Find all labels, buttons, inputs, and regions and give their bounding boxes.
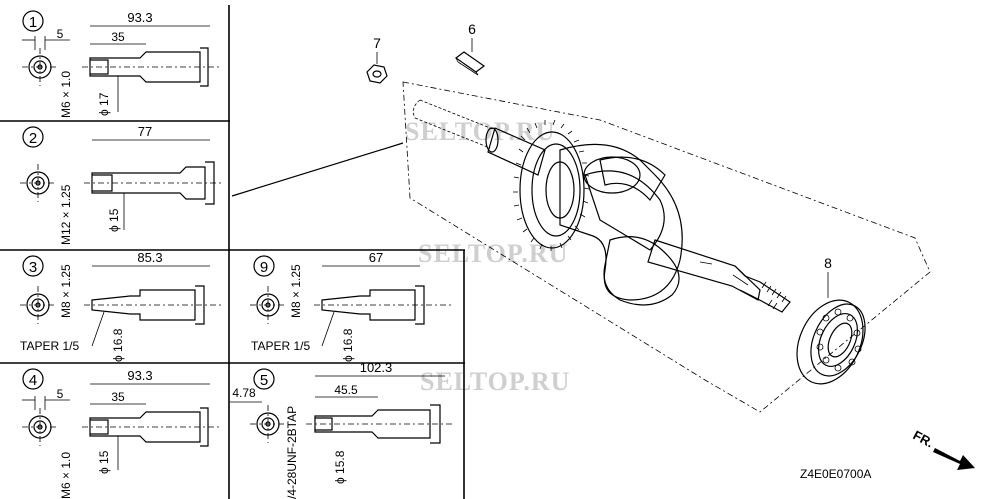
svg-text:7: 7 xyxy=(373,35,381,51)
panel-number: 3 xyxy=(29,259,37,276)
svg-text:102.3: 102.3 xyxy=(360,360,393,375)
svg-text:8: 8 xyxy=(824,255,832,271)
svg-text:ϕ 15.8: ϕ 15.8 xyxy=(333,450,347,484)
svg-text:ϕ 15: ϕ 15 xyxy=(97,450,111,474)
panel-number: 9 xyxy=(260,259,268,276)
svg-text:85.3: 85.3 xyxy=(137,250,162,265)
crankshaft-assembly xyxy=(402,81,931,413)
svg-text:5: 5 xyxy=(57,387,64,401)
panel-number: 4 xyxy=(29,372,37,389)
panel-number: 5 xyxy=(260,372,268,389)
part-7-nut: 7 xyxy=(366,35,388,84)
svg-text:6: 6 xyxy=(468,21,476,37)
panel-grid xyxy=(0,5,465,499)
svg-text:35: 35 xyxy=(111,30,125,44)
svg-text:5: 5 xyxy=(57,27,64,41)
panel-number: 2 xyxy=(29,130,37,147)
svg-text:45.5: 45.5 xyxy=(334,383,358,397)
svg-text:67: 67 xyxy=(369,250,383,265)
svg-text:FR.: FR. xyxy=(911,427,937,450)
panel-9: 9 67 M8 × 1.25 ϕ 16.8 TAPER 1/5 xyxy=(250,250,452,362)
panel-2: 2 77 M12 × 1.25 ϕ 15 xyxy=(20,124,222,245)
front-arrow-icon: FR. xyxy=(911,427,975,470)
watermark: SELTOP.RU xyxy=(418,239,568,268)
svg-text:ϕ 16.8: ϕ 16.8 xyxy=(341,328,355,362)
svg-text:TAPER 1/5: TAPER 1/5 xyxy=(20,339,79,353)
svg-text:M12 × 1.25: M12 × 1.25 xyxy=(59,184,73,245)
watermark: SELTOP.RU xyxy=(405,117,555,146)
diagram-code: Z4E0E0700A xyxy=(800,467,871,481)
svg-text:93.3: 93.3 xyxy=(127,10,152,25)
svg-text:ϕ 16.8: ϕ 16.8 xyxy=(111,328,125,362)
svg-text:/4-28UNF-2BTAP: /4-28UNF-2BTAP xyxy=(285,406,299,499)
panel-4: 4 5 93.3 35 M6 × 1.0 ϕ 15 xyxy=(22,368,220,499)
svg-text:77: 77 xyxy=(138,124,152,139)
part-8-bearing: 8 xyxy=(796,255,866,385)
part-6-key: 6 xyxy=(454,21,486,76)
panel-number: 1 xyxy=(29,14,37,31)
svg-text:M8 × 1.25: M8 × 1.25 xyxy=(289,264,303,318)
panel-5: 5 4.78 102.3 45.5 /4-28UNF-2BTAP ϕ 15.8 xyxy=(230,360,452,499)
panel-1: 1 5 93.3 35 M6 × 1.0 ϕ 17 xyxy=(22,10,220,118)
svg-text:TAPER 1/5: TAPER 1/5 xyxy=(251,339,310,353)
panel-3: 3 85.3 M8 × 1.25 ϕ 16.8 TAPER 1/5 xyxy=(20,250,222,362)
svg-text:35: 35 xyxy=(111,390,125,404)
leader-line xyxy=(231,142,404,197)
svg-text:ϕ 15: ϕ 15 xyxy=(107,208,121,232)
svg-text:ϕ 17: ϕ 17 xyxy=(97,92,111,116)
svg-text:93.3: 93.3 xyxy=(127,368,152,383)
svg-text:4.78: 4.78 xyxy=(232,386,256,400)
watermark: SELTOP.RU xyxy=(420,367,570,396)
svg-text:M6 × 1.0: M6 × 1.0 xyxy=(59,452,73,499)
svg-text:M6 × 1.0: M6 × 1.0 xyxy=(59,71,73,118)
svg-text:M8 × 1.25: M8 × 1.25 xyxy=(59,264,73,318)
